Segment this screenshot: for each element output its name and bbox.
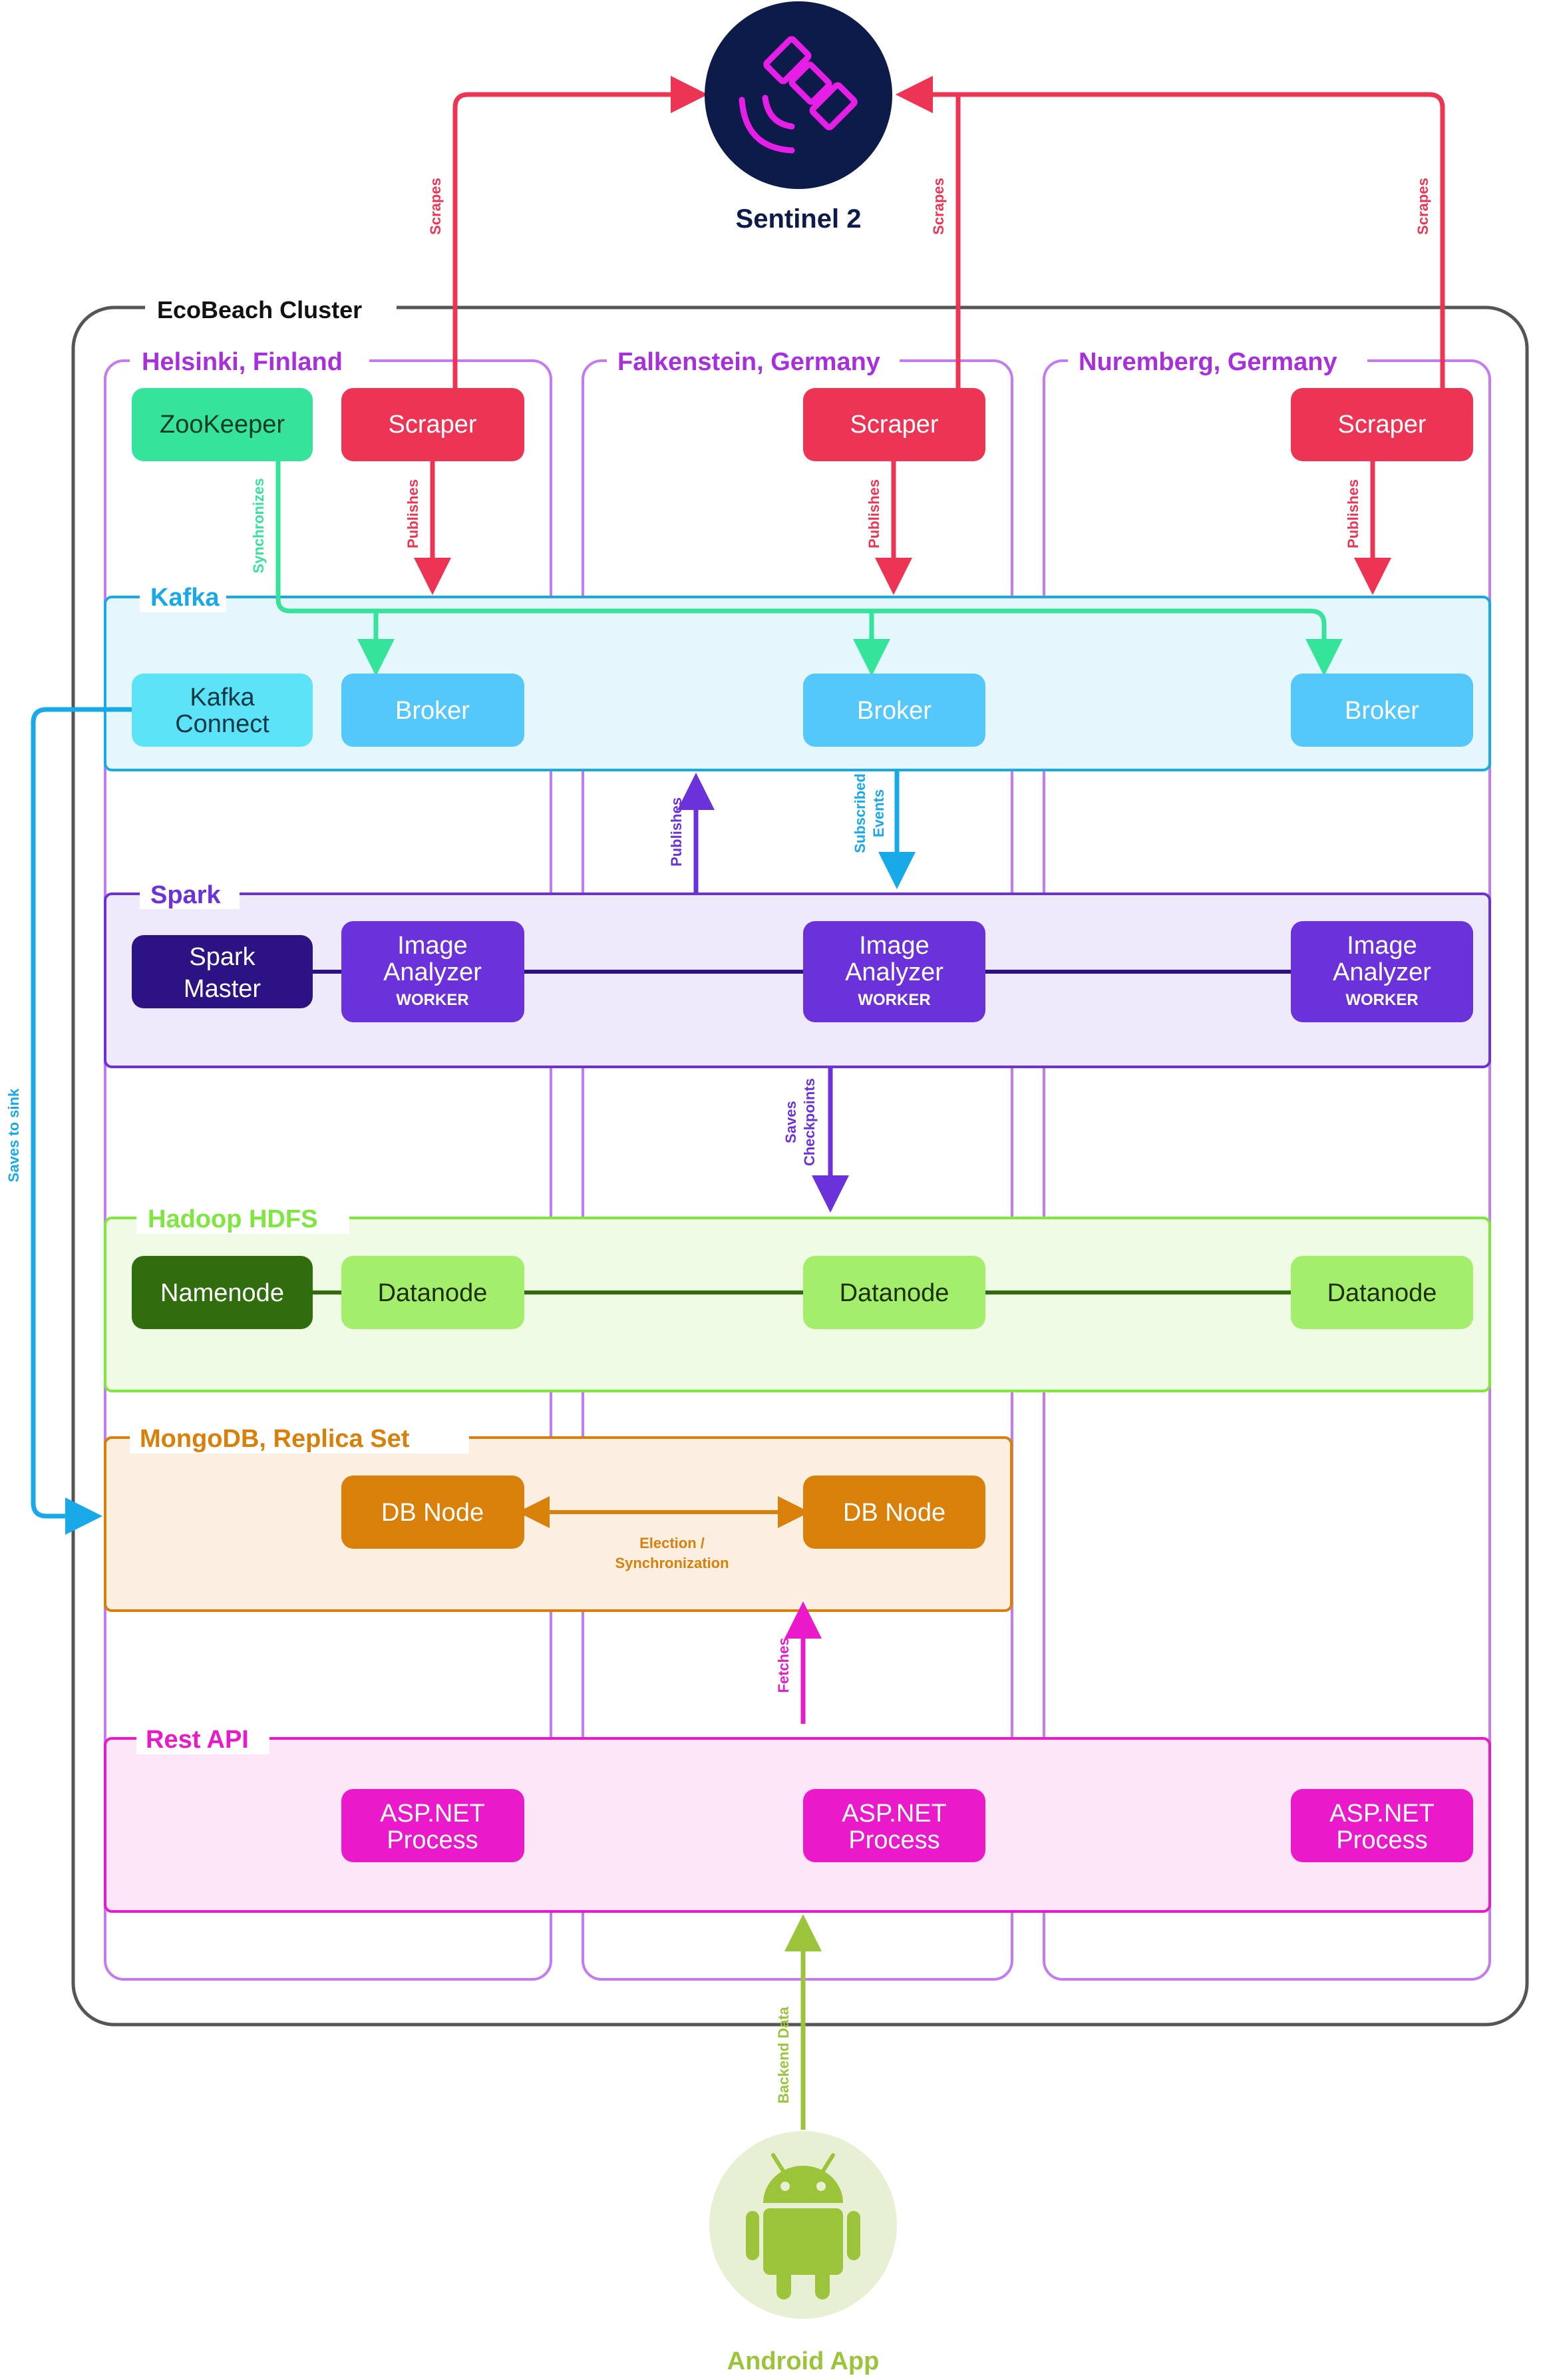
synchronizes-line (275, 461, 1343, 676)
aspnet-label-1: ASP.NET (380, 1800, 485, 1828)
band-hdfs (104, 1217, 1491, 1392)
image-analyzer-label-1: Image (1347, 932, 1417, 960)
datanode-node-helsinki[interactable]: Datanode (341, 1256, 524, 1329)
image-analyzer-worker-helsinki[interactable]: Image Analyzer WORKER (341, 921, 524, 1022)
scraper-label-nuremberg: Scraper (1337, 411, 1426, 439)
scrapes-label-helsinki: Scrapes (427, 178, 444, 235)
band-hdfs-label: Hadoop HDFS (148, 1205, 317, 1233)
aspnet-process-helsinki[interactable]: ASP.NET Process (341, 1789, 524, 1862)
band-kafka (104, 596, 1491, 771)
db-node-label-1: DB Node (381, 1499, 484, 1527)
image-analyzer-worker-nuremberg[interactable]: Image Analyzer WORKER (1291, 921, 1473, 1022)
datanode-label-helsinki: Datanode (378, 1279, 488, 1307)
spark-publishes-label: Publishes (668, 797, 685, 867)
broker-node-nuremberg[interactable]: Broker (1291, 674, 1473, 747)
zookeeper-label: ZooKeeper (160, 411, 285, 439)
image-analyzer-label-2: Analyzer (845, 958, 943, 986)
scrapes-arrow-nuremberg (896, 76, 1445, 388)
android-app: Android App (709, 2131, 897, 2375)
saves-to-sink-arrow (31, 707, 132, 1535)
scrapes-label-nuremberg: Scrapes (1415, 178, 1431, 235)
saves-to-sink-label: Saves to sink (5, 1088, 22, 1182)
aspnet-process-nuremberg[interactable]: ASP.NET Process (1291, 1789, 1473, 1862)
scrapes-arrow-helsinki (452, 76, 708, 388)
broker-node-helsinki[interactable]: Broker (341, 674, 524, 747)
worker-tag: WORKER (858, 991, 930, 1009)
saves-checkpoints-label-2: Checkpoints (801, 1078, 818, 1166)
region-helsinki-label: Helsinki, Finland (142, 348, 343, 376)
satellite-label: Sentinel 2 (736, 204, 862, 234)
subscribed-events-label-2: Events (870, 789, 887, 837)
android-icon (746, 2153, 860, 2299)
cluster-container (71, 305, 1529, 2027)
election-label-1: Election / (639, 1535, 705, 1551)
datanode-node-nuremberg[interactable]: Datanode (1291, 1256, 1473, 1329)
publishes-label-falkenstein: Publishes (866, 479, 882, 548)
cluster-title: EcoBeach Cluster (157, 296, 362, 323)
scrapes-label-falkenstein: Scrapes (930, 178, 947, 235)
image-analyzer-label-2: Analyzer (383, 958, 482, 986)
spark-master-label-2: Master (184, 975, 261, 1003)
saves-checkpoints-label-1: Saves (782, 1101, 799, 1143)
scrapes-arrow-falkenstein (896, 76, 961, 388)
kafka-connect-node[interactable]: Kafka Connect (132, 674, 313, 747)
band-mongodb-label: MongoDB, Replica Set (140, 1425, 410, 1453)
sentinel-satellite: Sentinel 2 (705, 1, 892, 234)
publishes-label-nuremberg: Publishes (1345, 479, 1361, 548)
spark-master-node[interactable]: Spark Master (132, 935, 313, 1008)
scraper-node-helsinki[interactable]: Scraper (341, 388, 524, 461)
publishes-label-helsinki: Publishes (405, 479, 421, 548)
subscribed-events-label-1: Subscribed (852, 773, 868, 853)
broker-label-falkenstein: Broker (857, 697, 932, 725)
db-node-label-2: DB Node (843, 1499, 945, 1527)
namenode-label: Namenode (160, 1279, 284, 1307)
broker-label-helsinki: Broker (395, 697, 470, 725)
aspnet-label-1: ASP.NET (842, 1800, 947, 1828)
aspnet-label-2: Process (387, 1826, 478, 1854)
image-analyzer-label-1: Image (859, 932, 930, 960)
synchronizes-label: Synchronizes (250, 478, 267, 573)
band-rest-label: Rest API (146, 1726, 249, 1754)
image-analyzer-label-2: Analyzer (1333, 958, 1431, 986)
android-label: Android App (727, 2347, 880, 2375)
kafka-connect-label-1: Kafka (190, 684, 255, 711)
kafka-connect-label-2: Connect (175, 710, 269, 738)
band-kafka-label: Kafka (150, 584, 220, 612)
broker-label-nuremberg: Broker (1345, 697, 1419, 725)
spark-master-label-1: Spark (189, 943, 256, 971)
region-nuremberg-label: Nuremberg, Germany (1079, 348, 1337, 376)
scraper-label-helsinki: Scraper (388, 411, 476, 439)
broker-node-falkenstein[interactable]: Broker (803, 674, 985, 747)
aspnet-label-1: ASP.NET (1329, 1800, 1435, 1828)
aspnet-label-2: Process (1336, 1826, 1427, 1854)
db-node-2[interactable]: DB Node (803, 1476, 985, 1549)
db-node-1[interactable]: DB Node (341, 1476, 524, 1549)
scraper-label-falkenstein: Scraper (850, 411, 938, 439)
datanode-label-nuremberg: Datanode (1327, 1279, 1437, 1307)
scraper-node-nuremberg[interactable]: Scraper (1291, 388, 1473, 461)
image-analyzer-worker-falkenstein[interactable]: Image Analyzer WORKER (803, 921, 985, 1022)
image-analyzer-label-1: Image (397, 932, 468, 960)
datanode-node-falkenstein[interactable]: Datanode (803, 1256, 985, 1329)
zookeeper-node[interactable]: ZooKeeper (132, 388, 313, 461)
band-spark (104, 892, 1491, 1068)
band-spark-label: Spark (150, 881, 221, 909)
aspnet-process-falkenstein[interactable]: ASP.NET Process (803, 1789, 985, 1862)
satellite-icon (739, 36, 858, 154)
band-rest-api (104, 1737, 1491, 1913)
backend-data-label: Backend Data (775, 2006, 792, 2103)
fetches-label: Fetches (775, 1637, 792, 1692)
datanode-label-falkenstein: Datanode (840, 1279, 949, 1307)
namenode-node[interactable]: Namenode (132, 1256, 313, 1329)
aspnet-label-2: Process (848, 1826, 940, 1854)
scraper-node-falkenstein[interactable]: Scraper (803, 388, 985, 461)
worker-tag: WORKER (1345, 991, 1418, 1009)
worker-tag: WORKER (396, 991, 468, 1009)
region-falkenstein-label: Falkenstein, Germany (617, 348, 880, 376)
election-label-2: Synchronization (615, 1555, 729, 1571)
